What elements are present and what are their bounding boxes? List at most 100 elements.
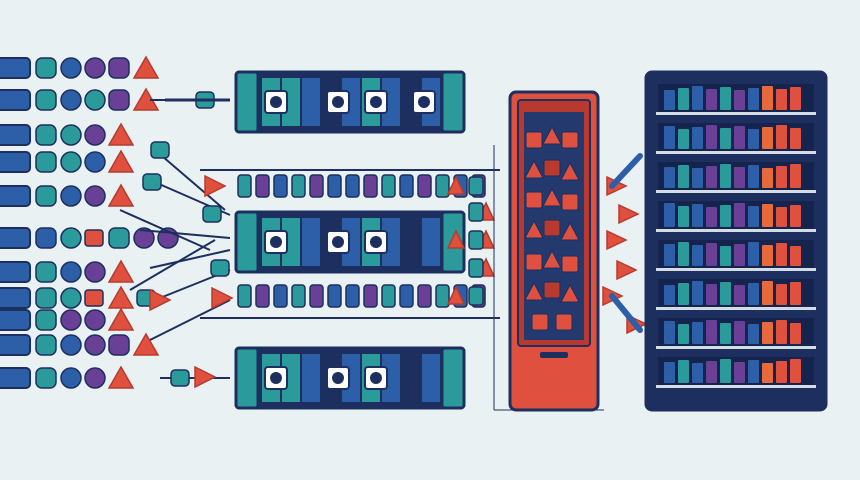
shelf-book — [720, 246, 731, 266]
shelf-book — [790, 246, 801, 266]
data-stream-row — [0, 87, 160, 111]
stream-circle — [60, 227, 82, 249]
stream-bar — [0, 124, 31, 146]
shelf-plank — [656, 346, 816, 349]
stream-circle — [60, 124, 82, 146]
output-arrow — [606, 229, 628, 251]
shelf-book — [706, 243, 717, 266]
filter-module — [234, 346, 466, 410]
stream-circle — [60, 151, 82, 173]
shelf-book — [734, 126, 745, 149]
stream-circle — [84, 261, 106, 283]
data-stream-row — [0, 183, 135, 207]
band-triangle — [446, 229, 466, 249]
band-chip — [435, 284, 450, 308]
shelf-book — [692, 281, 703, 305]
processor-piece — [531, 313, 549, 331]
band-chip — [273, 284, 288, 308]
stream-circle — [84, 57, 106, 79]
processor-piece — [542, 249, 562, 269]
shelf-book — [790, 87, 801, 110]
connector-lines — [119, 91, 234, 389]
processor-piece — [560, 221, 580, 241]
connector-line — [139, 229, 231, 239]
band-chip — [468, 286, 484, 306]
stream-circle — [60, 89, 82, 111]
stream-triangle — [107, 259, 135, 283]
shelf-book — [664, 203, 675, 227]
module-segment — [342, 354, 360, 402]
stream-rounded-square — [35, 89, 57, 111]
processor-piece — [555, 313, 573, 331]
module-segment — [282, 78, 300, 126]
module-port-hole — [332, 236, 344, 248]
stream-circle — [60, 334, 82, 356]
shelf-book — [776, 207, 787, 227]
filter-module — [234, 70, 466, 134]
module-port-hole — [370, 236, 382, 248]
shelf-plank — [656, 307, 816, 310]
stream-triangle — [107, 285, 135, 309]
stream-rounded-square — [35, 124, 57, 146]
connector-line — [119, 209, 211, 251]
stream-triangle — [107, 149, 135, 173]
shelf-book — [720, 128, 731, 149]
band-chip — [399, 284, 414, 308]
shelf-book — [706, 320, 717, 344]
data-stream-row — [0, 227, 179, 249]
shelf-book — [776, 243, 787, 266]
shelf-book — [720, 205, 731, 227]
module-port-hole — [270, 236, 282, 248]
band-chip — [345, 284, 360, 308]
module-segment — [302, 354, 320, 402]
shelf-book — [692, 127, 703, 149]
connector-line — [154, 149, 226, 211]
shelf-book — [762, 86, 773, 110]
data-stream-row — [0, 285, 135, 309]
module-port-hole — [270, 372, 282, 384]
data-stream-row — [0, 307, 135, 331]
shelf-book — [720, 282, 731, 305]
module-port-hole — [332, 96, 344, 108]
data-stream-row — [0, 365, 135, 389]
shelf-book — [748, 206, 759, 227]
shelf-book — [664, 90, 675, 110]
shelf-book — [776, 361, 787, 383]
stream-square — [84, 289, 104, 307]
data-stream-row — [0, 55, 160, 79]
module-segment — [282, 218, 300, 266]
connector-line — [149, 299, 231, 341]
stream-bar — [0, 89, 31, 111]
processor-piece — [560, 161, 580, 181]
stream-bar — [0, 227, 31, 249]
band-chip — [417, 174, 432, 198]
stream-circle — [84, 309, 106, 331]
transfer-band — [200, 169, 500, 319]
stream-circle — [84, 367, 106, 389]
module-segment — [402, 354, 420, 402]
shelf-book — [748, 324, 759, 344]
output-pipe — [609, 153, 643, 189]
stream-circle — [60, 309, 82, 331]
shelf-book — [678, 242, 689, 266]
stream-circle — [133, 227, 155, 249]
shelf-book — [692, 363, 703, 383]
module-segment — [302, 218, 320, 266]
connector-node — [202, 205, 222, 223]
module-segment — [302, 78, 320, 126]
processor-piece — [543, 159, 561, 177]
stream-bar — [0, 261, 31, 283]
shelf-book — [720, 359, 731, 383]
stream-circle — [60, 287, 82, 309]
band-chip — [468, 258, 484, 278]
processor-piece — [525, 131, 543, 149]
shelf-book — [776, 284, 787, 305]
module-segment — [422, 218, 440, 266]
stream-rounded-square — [35, 309, 57, 331]
shelf-book — [734, 90, 745, 110]
shelf-book — [706, 207, 717, 227]
band-chip — [468, 230, 484, 250]
processor-piece — [525, 253, 543, 271]
stream-bar — [0, 367, 31, 389]
shelf-book — [664, 244, 675, 266]
